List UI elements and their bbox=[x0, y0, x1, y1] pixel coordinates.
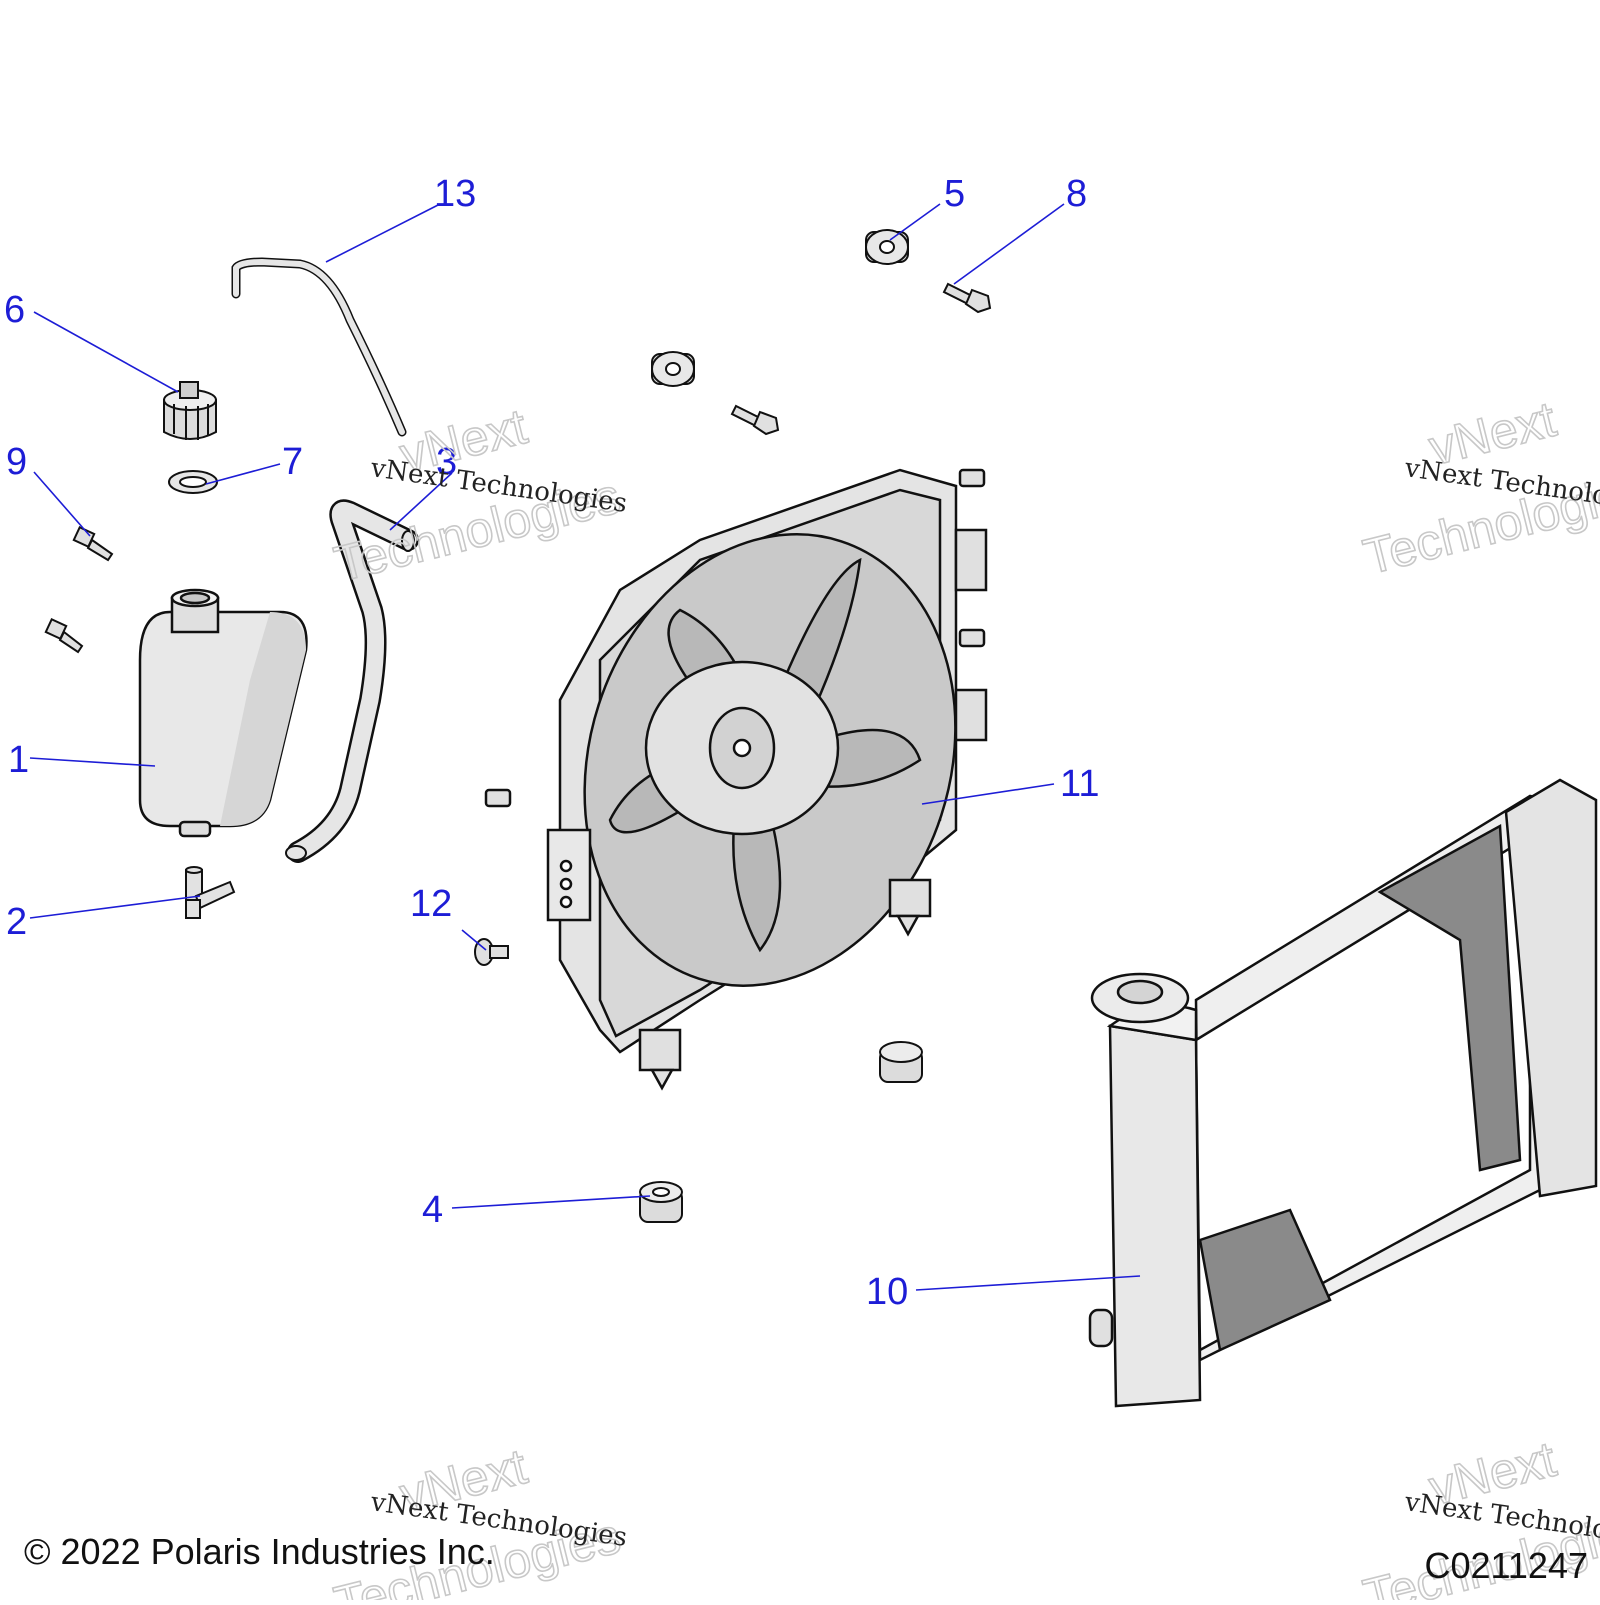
callout-12: 12 bbox=[410, 883, 452, 925]
part-5-grommets-upper bbox=[651, 229, 909, 387]
callout-9: 9 bbox=[6, 441, 27, 483]
callout-2: 2 bbox=[6, 901, 27, 943]
callout-3: 3 bbox=[436, 441, 457, 483]
callout-11: 11 bbox=[1060, 763, 1099, 805]
part-7-washer bbox=[168, 470, 218, 494]
callout-6: 6 bbox=[4, 289, 25, 331]
part-3-coolant-hose bbox=[285, 499, 419, 863]
part-1-coolant-reservoir bbox=[138, 588, 308, 838]
copyright-notice: © 2022 Polaris Industries Inc. bbox=[24, 1531, 495, 1572]
callout-1: 1 bbox=[8, 739, 29, 781]
part-4-grommets-lower bbox=[639, 1041, 923, 1223]
callout-5: 5 bbox=[944, 173, 965, 215]
part-11-fan-shroud-assembly bbox=[484, 468, 988, 1091]
callout-10: 10 bbox=[866, 1271, 908, 1313]
part-13-overflow-hose bbox=[231, 257, 407, 437]
part-10-radiator bbox=[1088, 778, 1598, 1408]
shroud-studs bbox=[484, 468, 986, 808]
part-9-screws bbox=[44, 525, 114, 654]
part-6-reservoir-cap bbox=[163, 381, 217, 440]
callout-13: 13 bbox=[434, 173, 476, 215]
callout-4: 4 bbox=[422, 1189, 443, 1231]
callout-7: 7 bbox=[282, 441, 303, 483]
figure-code: C0211247 bbox=[1425, 1545, 1588, 1586]
part-2-elbow-fitting bbox=[185, 866, 236, 919]
callout-labels: 1 2 3 4 5 6 7 8 9 10 11 12 13 bbox=[4, 173, 1099, 1313]
part-12-pin bbox=[474, 938, 509, 966]
part-8-bolts bbox=[730, 282, 992, 436]
callout-8: 8 bbox=[1066, 173, 1087, 215]
leader-lines bbox=[29, 203, 1141, 1291]
